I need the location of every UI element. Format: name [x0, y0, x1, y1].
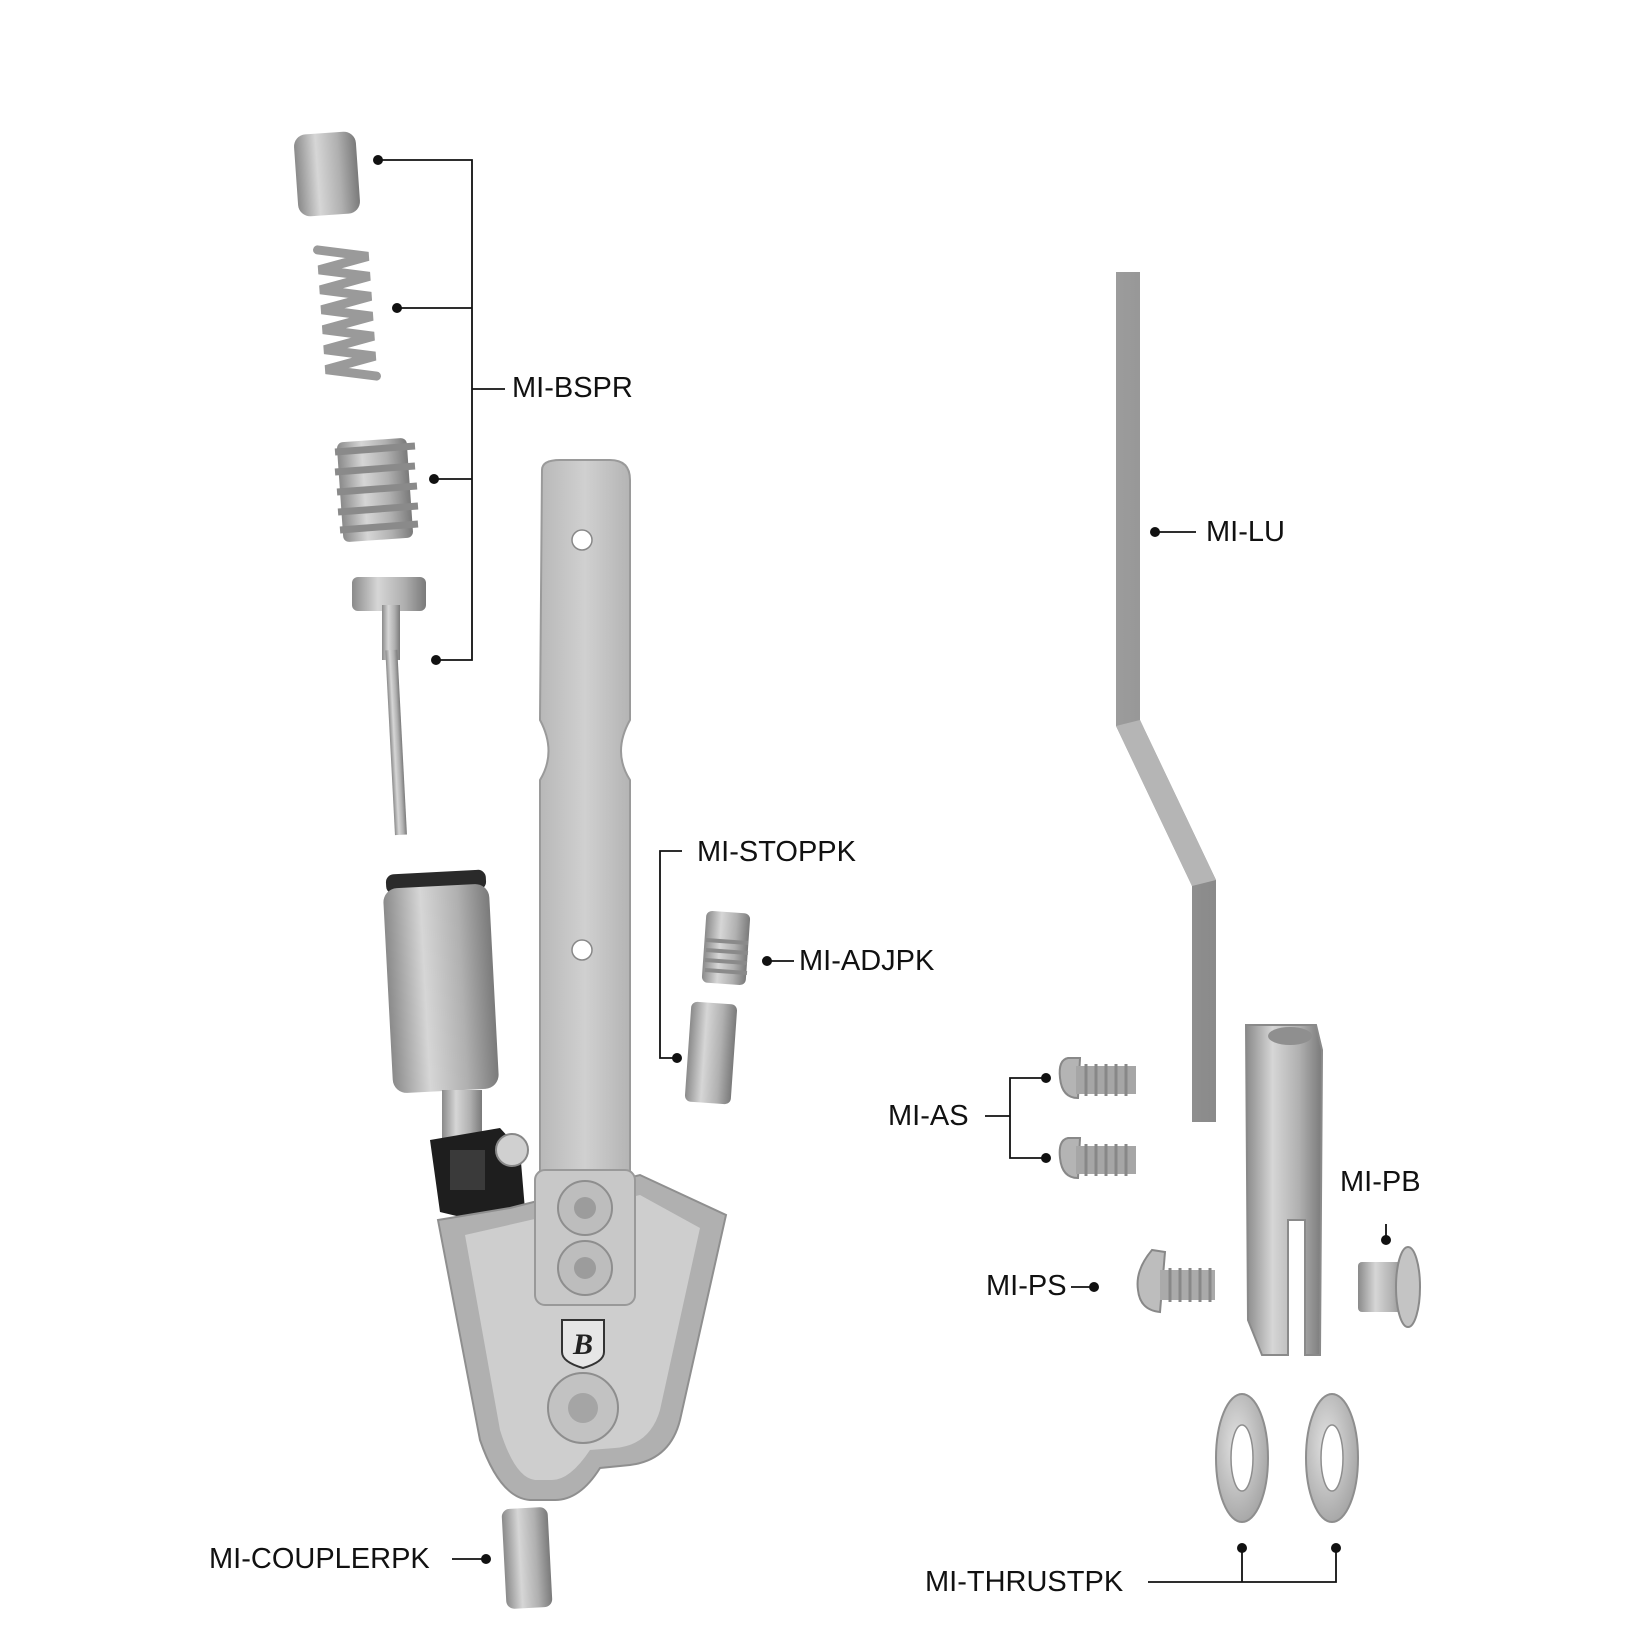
label-mi-stoppk: MI-STOPPK [697, 836, 856, 868]
lever-plate-part [538, 459, 631, 1181]
label-mi-adjpk: MI-ADJPK [799, 945, 935, 977]
cap-part [294, 131, 360, 217]
label-mi-as: MI-AS [888, 1100, 969, 1132]
leader-dots [373, 155, 1391, 1564]
coupler-part [501, 1507, 553, 1609]
brand-logo-icon: B [561, 1319, 605, 1370]
threaded-bushing-part [334, 438, 419, 542]
arm-screw-bottom-part [1058, 1137, 1136, 1180]
svg-text:B: B [572, 1328, 593, 1361]
clevis-part [1244, 1024, 1324, 1356]
arm-screw-top-part [1058, 1057, 1136, 1100]
spring-part [313, 245, 381, 381]
black-block-part [430, 1128, 529, 1228]
label-mi-bspr: MI-BSPR [512, 372, 633, 404]
thrust-washer-right-part [1305, 1393, 1359, 1523]
plunger-pin-part [352, 577, 426, 836]
label-mi-pb: MI-PB [1340, 1166, 1421, 1198]
pivot-screw-part [1136, 1248, 1215, 1314]
thrust-washer-left-part [1215, 1393, 1269, 1523]
label-mi-lu: MI-LU [1206, 516, 1285, 548]
adjuster-screw-part [701, 910, 751, 986]
stop-sleeve-part [684, 1001, 738, 1105]
linkage-bar-part [1116, 272, 1216, 1122]
label-mi-thrustpk: MI-THRUSTPK [925, 1566, 1124, 1598]
label-mi-couplerpk: MI-COUPLERPK [209, 1543, 430, 1575]
pivot-bushing-part [1358, 1246, 1421, 1328]
label-mi-ps: MI-PS [986, 1270, 1067, 1302]
pivot-cylinder-part [383, 869, 499, 1140]
